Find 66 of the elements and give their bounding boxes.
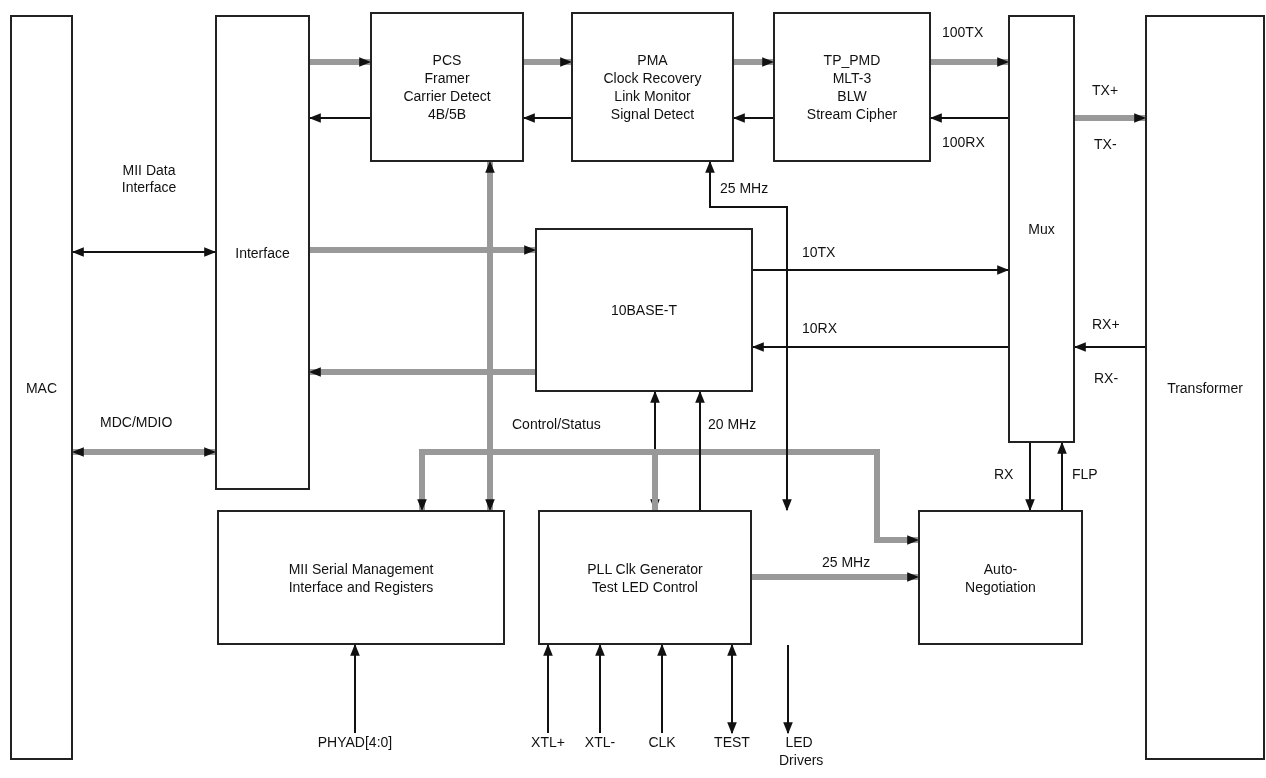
pin-label: TEST: [714, 733, 750, 751]
arrow: [752, 265, 1010, 275]
arrow: [929, 113, 1009, 123]
arrow: [350, 643, 360, 734]
block-label: Mux: [1028, 220, 1055, 238]
block-label: Auto-Negotiation: [964, 559, 1037, 596]
arrow: [308, 367, 535, 377]
arrow: [522, 113, 572, 123]
arrow: [543, 643, 553, 734]
block-label: MLT-3: [832, 69, 872, 87]
arrow: [931, 57, 1010, 67]
block-box: [535, 228, 753, 392]
arrow: [310, 245, 537, 255]
block-label: Transformer: [1167, 378, 1243, 397]
block-label: Carrier Detect: [403, 87, 491, 105]
block-label: PCS: [432, 51, 462, 69]
block-label: PLL Clk Generator: [587, 559, 703, 578]
block-box: [217, 510, 505, 645]
arrow: [705, 160, 792, 512]
block-label: Stream Cipher: [806, 105, 898, 123]
block-label: Interface: [235, 243, 290, 262]
arrow: [695, 390, 705, 511]
pin-label: XTL-: [584, 733, 616, 751]
block-box: [1008, 15, 1075, 443]
arrow: [310, 57, 372, 67]
arrow: [732, 113, 774, 123]
arrow: [727, 643, 737, 735]
arrow: [783, 644, 793, 735]
arrow: [1057, 441, 1067, 511]
arrow: [308, 113, 371, 123]
block-box: [215, 15, 310, 490]
block-box: [571, 12, 734, 162]
block-label: MII Serial Management Interface and Registers: [287, 559, 435, 596]
block-box: [918, 510, 1083, 645]
block-label: 10BASE-T: [610, 301, 678, 319]
block-box: [538, 510, 752, 645]
block-box: [773, 12, 931, 162]
block-box: [370, 12, 524, 162]
arrow: [71, 247, 217, 257]
arrow: [652, 449, 920, 545]
arrow: [524, 57, 573, 67]
block-label: Signal Detect: [610, 105, 695, 123]
pin-label: CLK: [648, 733, 676, 751]
arrow: [595, 643, 605, 734]
block-label: 4B/5B: [427, 105, 467, 123]
pin-label: PHYAD[4:0]: [317, 733, 393, 751]
block-box: [1145, 15, 1265, 760]
pin-label: XTL+: [531, 733, 565, 751]
block-label: PMA: [637, 51, 668, 69]
arrow: [752, 572, 920, 582]
arrow: [1025, 442, 1035, 512]
arrow: [1073, 342, 1146, 352]
arrow: [751, 342, 1009, 352]
block-box: [10, 15, 73, 760]
block-label: Framer: [424, 69, 470, 87]
arrow: [485, 160, 495, 512]
block-label: Clock Recovery: [603, 69, 702, 87]
block-label: Link Monitor: [614, 87, 691, 105]
arrow: [1075, 113, 1147, 123]
arrow: [657, 643, 667, 734]
block-label: BLW: [837, 87, 867, 105]
block-label: TP_PMD: [823, 51, 881, 69]
arrow: [734, 57, 775, 67]
arrow: [71, 447, 217, 457]
block-label: Test LED Control: [592, 577, 698, 596]
block-label: MAC: [25, 378, 58, 397]
